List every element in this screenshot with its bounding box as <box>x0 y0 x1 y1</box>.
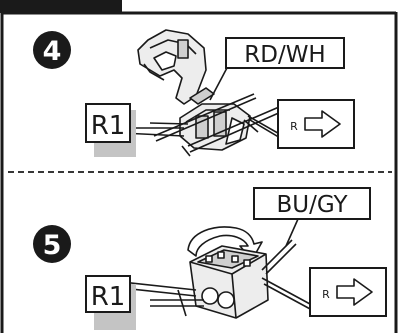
connector-closed-illustration <box>189 245 269 319</box>
connector-open-illustration <box>137 29 251 151</box>
position-label: R1 <box>91 282 126 312</box>
wire-label: RD/WH <box>244 42 325 68</box>
arrow-right-icon <box>304 110 341 138</box>
step-number: 5 <box>43 230 62 261</box>
wire-leader <box>285 218 299 247</box>
position-label: R1 <box>91 111 126 141</box>
direction-label: R <box>290 120 298 133</box>
arrow-right-icon <box>336 278 373 306</box>
step-4: 4 <box>33 29 355 157</box>
wire-leader <box>209 65 229 101</box>
wire-label-box <box>225 37 345 69</box>
step-5: 5 <box>33 187 387 330</box>
direction-label: R <box>322 288 330 301</box>
wire-label: BU/GY <box>276 192 348 218</box>
position-label-box <box>85 275 131 313</box>
position-label-box <box>85 103 131 143</box>
step-number: 4 <box>43 36 62 67</box>
wire-label-box <box>253 187 371 220</box>
step-number-badge <box>33 225 71 263</box>
step-number-badge <box>33 31 71 69</box>
